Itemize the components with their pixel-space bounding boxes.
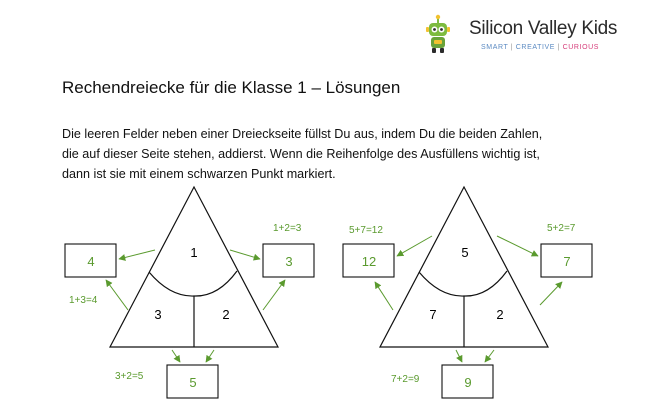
- tag-creative: CREATIVE: [515, 44, 556, 51]
- instruction-line: Die leeren Felder neben einer Dreiecksei…: [62, 127, 543, 141]
- triangle-2-left-number: 7: [429, 307, 436, 322]
- triangle-1-arrows: [105, 249, 286, 363]
- triangle-1-arrow-bottom-left: [171, 349, 181, 363]
- page-title: Rechendreiecke für die Klasse 1 – Lösung…: [62, 78, 401, 97]
- instruction-line: dann ist sie mit einem schwarzen Punkt m…: [62, 167, 336, 181]
- triangle-1-left-number: 3: [154, 307, 161, 322]
- triangle-2-eq-bottom: 7+2=9: [391, 374, 420, 385]
- tag-curious: CURIOUS: [562, 44, 600, 51]
- triangle-1-box-bottom: [166, 364, 219, 399]
- triangle-2-eq-left: 5+7=12: [349, 225, 383, 236]
- brand-tagline: SMART | CREATIVE | CURIOUS: [481, 44, 599, 51]
- triangle-1: 1 3 2 4 3 5 1+3=4 1+2=3 3+2=5: [64, 185, 315, 399]
- tag-sep-2: |: [555, 44, 563, 51]
- brand-name: Silicon Valley Kids: [469, 18, 618, 39]
- tag-sep-1: |: [508, 44, 516, 51]
- triangle-2-arrows: [374, 235, 563, 363]
- triangle-1-arrow-bottom-right: [205, 349, 215, 363]
- triangle-2-right-number: 2: [496, 307, 503, 322]
- brand-logo: [426, 14, 450, 53]
- triangle-1-eq-right: 1+2=3: [273, 223, 302, 234]
- triangle-1-arrow-top-right: [229, 249, 261, 261]
- triangle-1-eq-bottom: 3+2=5: [115, 371, 144, 382]
- triangle-2-dividers: [418, 270, 508, 347]
- triangle-1-arrow-top-left: [118, 249, 156, 261]
- triangle-1-box-right: [262, 243, 315, 278]
- triangle-2-eq-right: 5+2=7: [547, 223, 576, 234]
- tag-smart: SMART: [481, 44, 509, 51]
- triangle-2-arrow-bottom-right: [484, 349, 495, 363]
- triangle-2-box-right-value: 7: [563, 254, 570, 269]
- triangle-2-box-right: [540, 243, 593, 278]
- triangle-2-arrow-top-left: [396, 235, 433, 257]
- triangle-1-box-left-value: 4: [87, 254, 94, 269]
- triangle-2-arrow-bottom-left: [455, 349, 463, 363]
- instruction-line: die auf dieser Seite stehen, addierst. W…: [62, 147, 540, 161]
- triangle-2-box-bottom-value: 9: [464, 375, 471, 390]
- triangle-1-arrow-right: [262, 279, 286, 311]
- triangle-2-box-left: [342, 243, 395, 278]
- triangle-1-box-bottom-value: 5: [189, 375, 196, 390]
- triangle-2-box-left-value: 12: [362, 254, 376, 269]
- triangle-1-box-right-value: 3: [285, 254, 292, 269]
- triangle-2-arrow-top-right: [496, 235, 539, 257]
- triangle-1-dividers: [148, 270, 238, 347]
- triangle-2-arrow-right: [539, 281, 563, 306]
- instructions: Die leeren Felder neben einer Dreiecksei…: [62, 124, 622, 184]
- triangle-1-eq-left: 1+3=4: [69, 295, 98, 306]
- triangle-1-right-number: 2: [222, 307, 229, 322]
- robot-icon: [426, 14, 450, 53]
- triangle-2-top-number: 5: [461, 245, 468, 260]
- triangle-2: 5 7 2 12 7 9 5+7=12 5+2=7 7+2=9: [342, 185, 593, 399]
- triangle-1-top-number: 1: [190, 245, 197, 260]
- triangle-1-arrow-left: [105, 279, 129, 311]
- triangle-2-arrow-left: [374, 281, 394, 311]
- triangle-2-box-bottom: [441, 364, 494, 399]
- triangle-1-box-left: [64, 243, 117, 278]
